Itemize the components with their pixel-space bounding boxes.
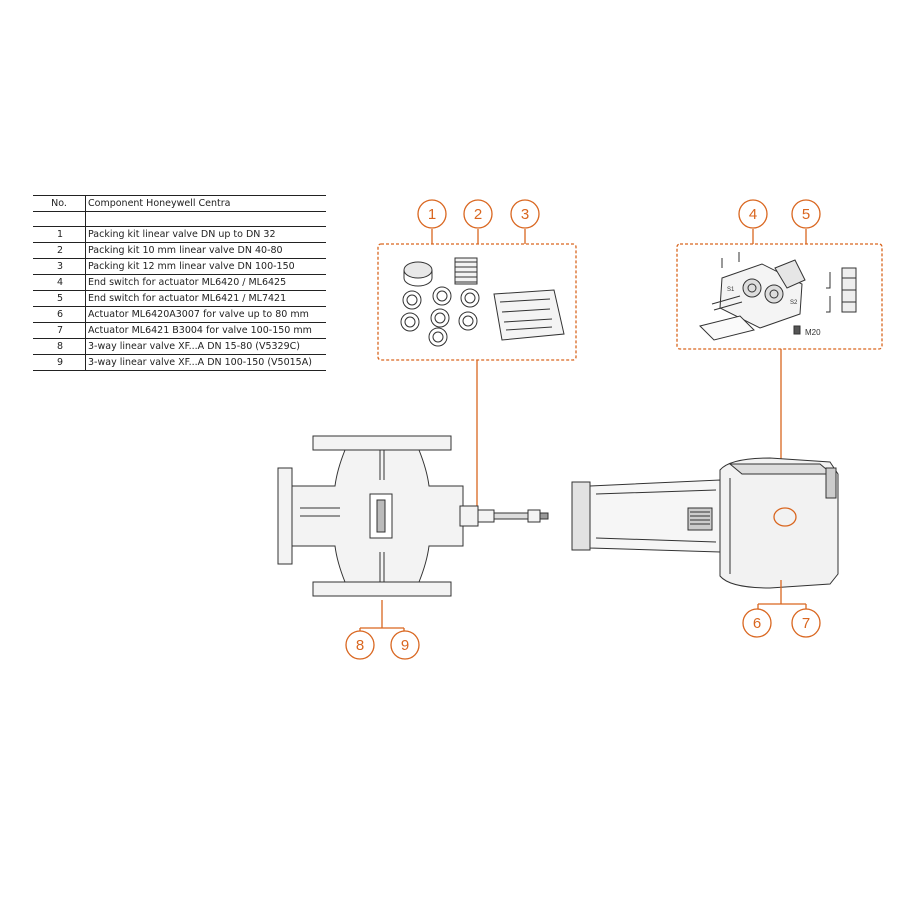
callout-2: 2 [463, 199, 493, 229]
svg-text:6: 6 [753, 615, 761, 632]
table-header-row: No. Component Honeywell Centra [33, 195, 326, 212]
callout-4: 4 [738, 199, 768, 229]
svg-text:5: 5 [802, 206, 810, 223]
row-component: 3-way linear valve XF...A DN 100-150 (V5… [85, 354, 326, 371]
svg-text:9: 9 [401, 637, 409, 654]
callout-7: 7 [791, 608, 821, 638]
m20-label: M20 [805, 328, 821, 337]
end-switch-illustration: S1 S2 [699, 252, 857, 341]
svg-text:3: 3 [521, 206, 529, 223]
svg-text:7: 7 [802, 615, 810, 632]
callout-group-valve [359, 600, 405, 631]
packing-kit-illustration [400, 257, 565, 347]
callout-8: 8 [345, 630, 375, 660]
callout-group-actuator [757, 580, 807, 609]
callout-6: 6 [742, 608, 772, 638]
end-switch-position-marker [773, 507, 797, 527]
callout-1: 1 [417, 199, 447, 229]
actuator-illustration [571, 457, 839, 589]
callout-group-packing-kits [377, 229, 577, 515]
row-no: 9 [33, 354, 86, 371]
svg-text:2: 2 [474, 206, 482, 223]
svg-text:8: 8 [356, 637, 364, 654]
callout-9: 9 [390, 630, 420, 660]
svg-text:4: 4 [749, 206, 757, 223]
end-switch-box [676, 243, 883, 350]
svg-text:S1: S1 [727, 287, 735, 293]
svg-text:1: 1 [428, 206, 436, 223]
svg-text:S2: S2 [790, 300, 798, 306]
callout-5: 5 [791, 199, 821, 229]
callout-3: 3 [510, 199, 540, 229]
valve-illustration [277, 435, 549, 597]
